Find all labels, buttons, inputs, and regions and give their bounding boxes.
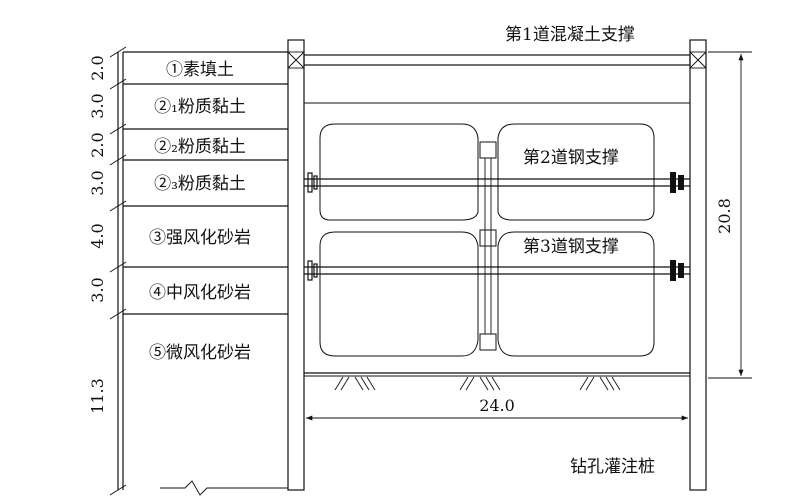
pile-label: 钻孔灌注桩	[570, 457, 655, 477]
stratum-label: ③强风化砂岩	[149, 228, 251, 248]
anchor-mark	[459, 376, 469, 391]
anchor-mark	[599, 376, 609, 391]
bottom-break-line	[160, 480, 288, 496]
tunnel-right-lower	[497, 231, 655, 357]
stratum-thickness-label: 3.0	[88, 277, 107, 302]
depth-dimension-label: 20.8	[715, 198, 734, 234]
anchor-mark	[354, 376, 364, 391]
left-pile	[287, 39, 305, 491]
stratum-thickness-label: 2.0	[88, 55, 107, 80]
right-pile	[689, 39, 707, 491]
steel-support-2	[304, 172, 690, 193]
stratum-label: ②₃粉质黏土	[154, 174, 246, 194]
width-dimension-label: 24.0	[479, 396, 515, 415]
anchor-mark	[366, 376, 376, 391]
anchor-mark	[334, 376, 344, 391]
tunnel-left-lower	[319, 231, 479, 357]
tunnel-right-upper	[497, 123, 655, 221]
anchor-mark	[605, 376, 615, 391]
depth-dimension-line	[708, 51, 752, 379]
anchor-mark	[585, 376, 595, 391]
strata-tick-mark	[109, 46, 127, 58]
stratum-label: ①素填土	[166, 60, 234, 80]
excavation-bottom	[304, 372, 690, 391]
stratum-thickness-label: 3.0	[88, 93, 107, 118]
stratum-thickness-label: 11.3	[88, 378, 107, 414]
anchor-mark	[491, 376, 501, 391]
stratum-thickness-label: 3.0	[88, 170, 107, 195]
stratum-thickness-label: 2.0	[88, 132, 107, 157]
anchor-mark	[485, 376, 495, 391]
support-2-label: 第2道钢支撑	[523, 148, 619, 168]
stratum-label: ②₁粉质黏土	[154, 97, 246, 117]
strata-column	[122, 51, 288, 490]
strata-dimension-axis	[109, 46, 127, 496]
central-column	[479, 141, 497, 351]
anchor-mark	[611, 376, 621, 391]
anchor-mark	[579, 376, 589, 391]
anchor-mark	[340, 376, 350, 391]
support-3-label: 第3道钢支撑	[523, 237, 619, 257]
anchor-mark	[465, 376, 475, 391]
stratum-label: ④中风化砂岩	[149, 283, 251, 303]
concrete-support-1	[303, 54, 691, 104]
stratum-label: ②₂粉质黏土	[154, 137, 246, 157]
stratum-thickness-label: 4.0	[88, 223, 107, 248]
steel-support-3	[304, 260, 690, 281]
tunnel-left-upper	[319, 123, 479, 221]
stratum-label: ⑤微风化砂岩	[149, 343, 251, 363]
anchor-mark	[479, 376, 489, 391]
anchor-mark	[360, 376, 370, 391]
support-1-label: 第1道混凝土支撑	[505, 25, 635, 45]
